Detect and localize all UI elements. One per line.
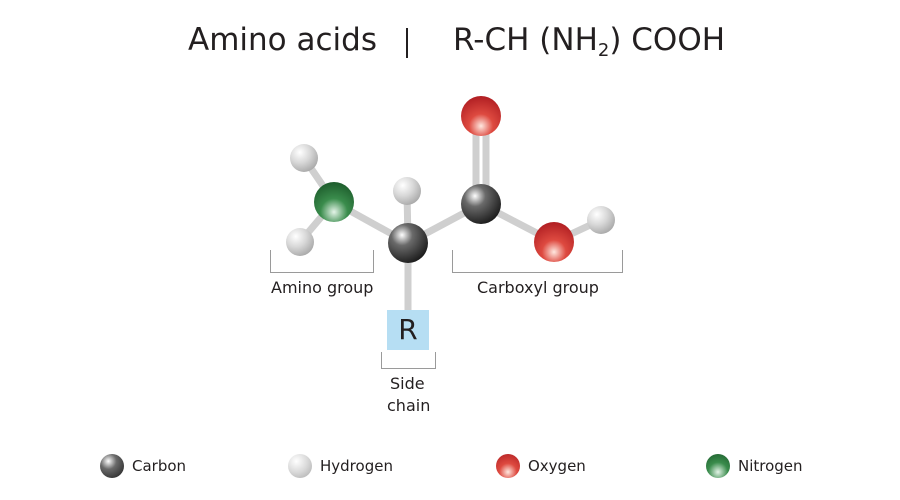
side-chain-bracket (381, 352, 436, 369)
side-chain-label-line2: chain (387, 396, 431, 415)
hydrogen-atom (290, 144, 318, 172)
formula-suffix: ) COOH (609, 22, 726, 58)
alpha-carbon-atom (388, 223, 428, 263)
legend-item-nitrogen: Nitrogen (706, 452, 803, 480)
nitrogen-icon (706, 454, 730, 478)
legend-label: Oxygen (528, 457, 586, 475)
carboxyl-carbon-atom (461, 184, 501, 224)
legend-item-carbon: Carbon (100, 452, 186, 480)
carboxyl-group-label: Carboxyl group (477, 278, 599, 297)
title-text: Amino acids (188, 22, 377, 58)
carbon-icon (100, 454, 124, 478)
legend-label: Hydrogen (320, 457, 393, 475)
formula-subscript: 2 (597, 40, 610, 61)
legend-item-oxygen: Oxygen (496, 452, 586, 480)
hydroxyl-oxygen-atom (534, 222, 574, 262)
oxygen-atom (461, 96, 501, 136)
legend-item-hydrogen: Hydrogen (288, 452, 393, 480)
hydrogen-atom (286, 228, 314, 256)
oxygen-icon (496, 454, 520, 478)
legend-label: Nitrogen (738, 457, 803, 475)
legend-label: Carbon (132, 457, 187, 475)
nitrogen-atom (314, 182, 354, 222)
hydrogen-atom (587, 206, 615, 234)
amino-group-label: Amino group (271, 278, 374, 297)
title-separator (406, 28, 408, 58)
amino-group-bracket (270, 250, 374, 273)
brackets (270, 250, 623, 369)
formula-text: R-CH (NH2) COOH (453, 22, 726, 61)
hydrogen-icon (288, 454, 312, 478)
side-chain-label-line1: Side (390, 374, 425, 393)
formula-prefix: R-CH (NH (453, 22, 598, 58)
r-group-box: R (387, 310, 429, 350)
carboxyl-group-bracket (452, 250, 623, 273)
hydrogen-atom (393, 177, 421, 205)
